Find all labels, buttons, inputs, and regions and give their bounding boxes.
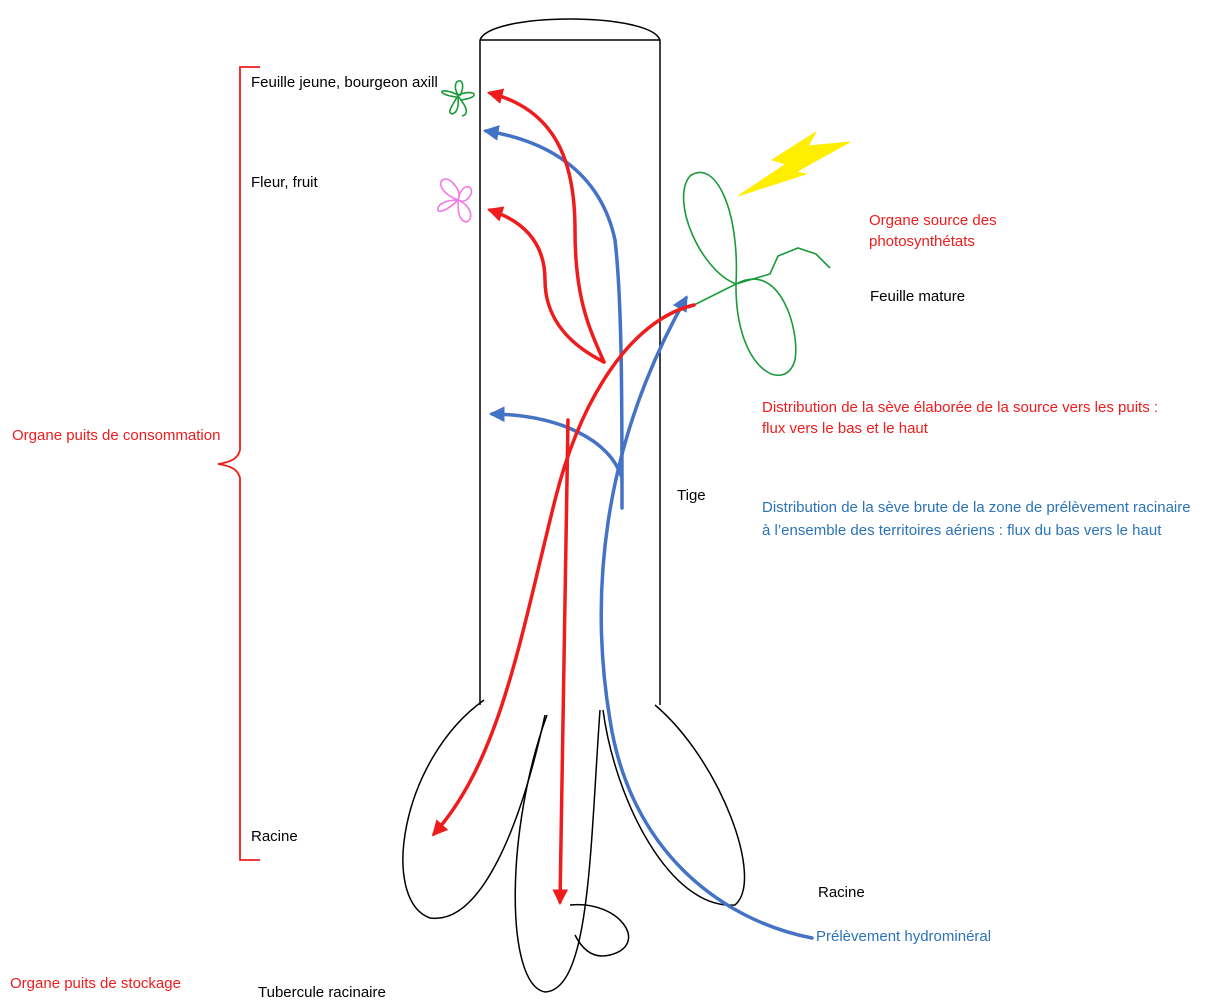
- young-leaf-icon: [442, 81, 474, 116]
- annotation-sink-consumption: Organe puits de consommation: [12, 425, 220, 446]
- annotation-source-organ: Organe source des photosynthétats: [869, 210, 1044, 252]
- root-system: [403, 700, 745, 992]
- label-tuber: Tubercule racinaire: [258, 982, 386, 1003]
- label-young-leaf: Feuille jeune, bourgeon axill: [251, 72, 438, 93]
- label-stem: Tige: [677, 485, 706, 506]
- lightning-icon: [738, 132, 850, 196]
- label-mature-leaf: Feuille mature: [870, 286, 965, 307]
- elaborated-sap-flows: [434, 93, 694, 902]
- annotation-sink-storage: Organe puits de stockage: [10, 973, 181, 994]
- annotation-uptake: Prélèvement hydrominéral: [816, 926, 991, 947]
- mature-leaf-icon: [684, 172, 830, 375]
- label-flower-fruit: Fleur, fruit: [251, 172, 318, 193]
- annotation-elaborated-sap: Distribution de la sève élaborée de la s…: [762, 397, 1162, 439]
- flower-icon: [438, 179, 472, 222]
- label-root-left: Racine: [251, 826, 298, 847]
- annotation-raw-sap: Distribution de la sève brute de la zone…: [762, 496, 1192, 542]
- stem-outline: [480, 19, 660, 705]
- label-root-right: Racine: [818, 882, 865, 903]
